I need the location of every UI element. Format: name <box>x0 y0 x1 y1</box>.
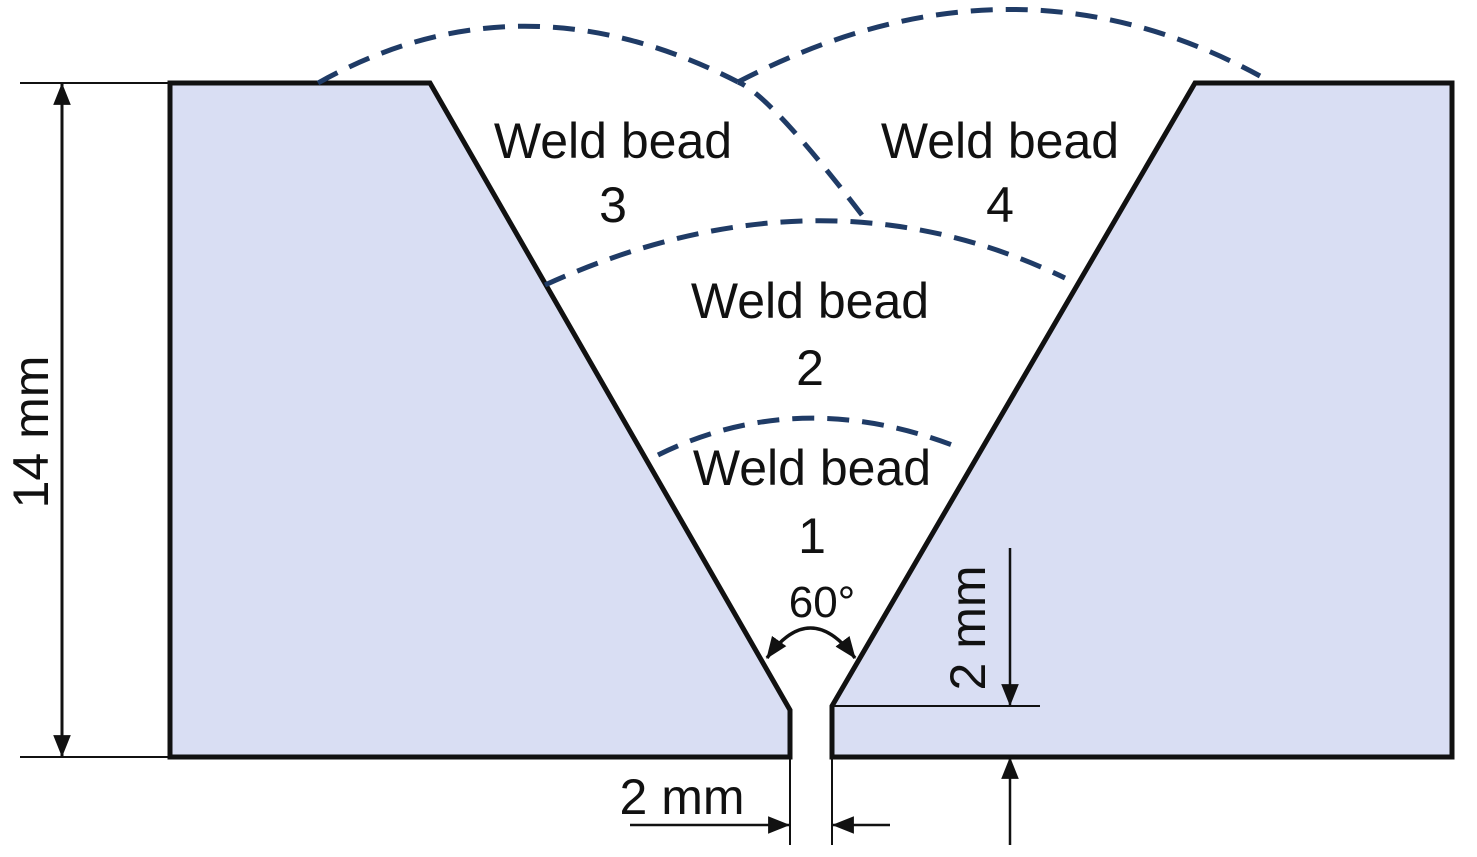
thickness-dimension <box>20 82 170 758</box>
weld-bead-4-label: Weld bead <box>881 113 1119 169</box>
weld-bead-3-label: Weld bead <box>494 113 732 169</box>
weld-bead-2-label: Weld bead <box>691 273 929 329</box>
weld-bead-2-number: 2 <box>796 340 824 396</box>
bead-2-boundary <box>543 218 1067 288</box>
left-plate <box>167 80 793 760</box>
bead-3-boundary <box>316 23 740 86</box>
root-face-dimension <box>832 548 1040 845</box>
weld-bead-1-number: 1 <box>798 508 826 564</box>
thickness-label: 14 mm <box>3 356 59 509</box>
root-gap-label: 2 mm <box>620 769 745 825</box>
root-gap-dimension <box>630 757 890 845</box>
root-face-label: 2 mm <box>940 566 996 691</box>
bead-4-boundary <box>736 7 1262 85</box>
right-plate <box>829 80 1455 760</box>
bead-3-4-divider <box>736 79 864 217</box>
weld-bead-3-number: 3 <box>599 177 627 233</box>
groove-angle-arc <box>765 626 857 660</box>
bead-boundaries <box>316 7 1262 458</box>
bead-1-boundary <box>656 415 961 458</box>
groove-angle-label: 60° <box>789 578 856 627</box>
weld-bead-1-label: Weld bead <box>693 440 931 496</box>
weld-bead-4-number: 4 <box>986 177 1014 233</box>
